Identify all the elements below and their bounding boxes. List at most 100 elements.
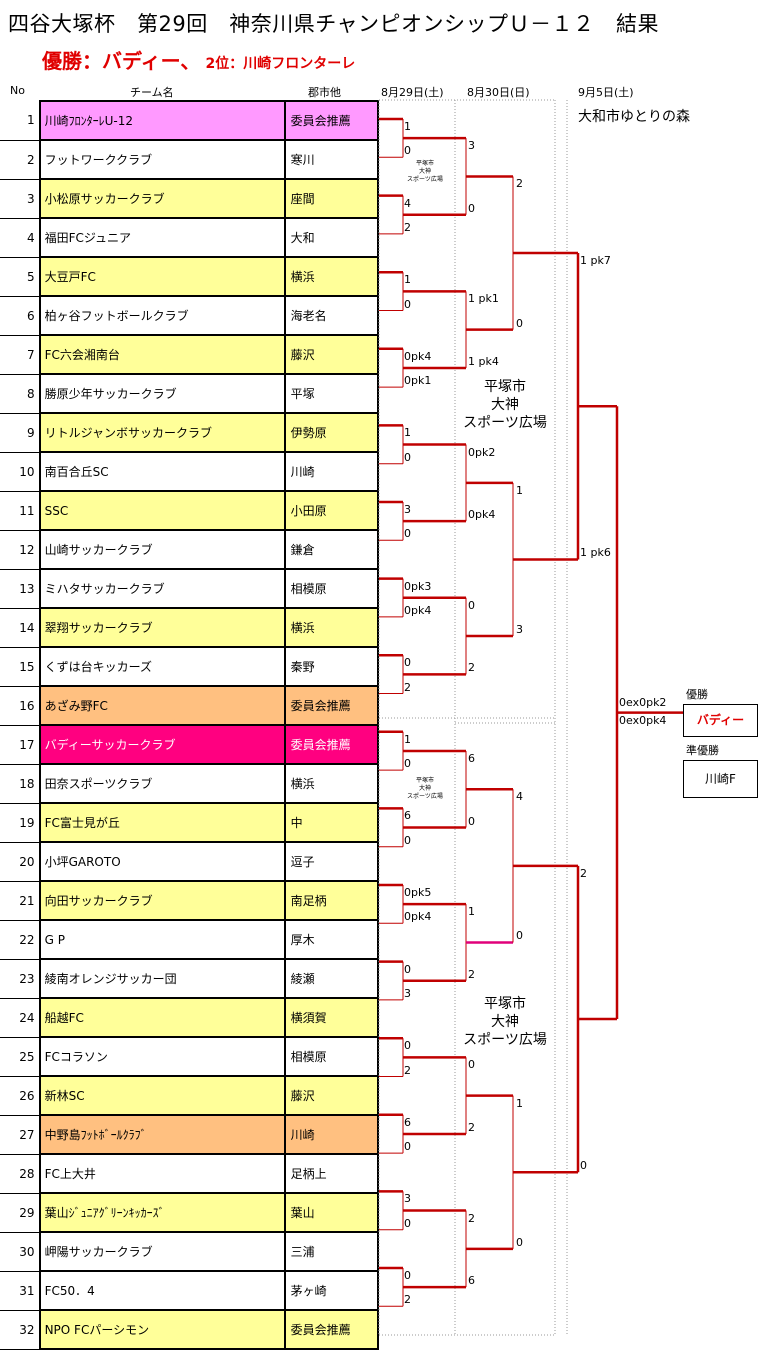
- team-city: 委員会推薦: [283, 100, 380, 141]
- team-city: 川崎: [283, 451, 380, 492]
- team-number: 14: [0, 608, 40, 648]
- score-r1: 0: [404, 527, 411, 541]
- page-title: 四谷大塚杯 第29回 神奈川県チャンピオンシップＵ－１２ 結果: [8, 12, 660, 36]
- team-number: 28: [0, 1154, 40, 1194]
- score-r3: 3: [516, 623, 523, 637]
- score-r1: 0: [404, 1039, 411, 1053]
- team-number: 7: [0, 335, 40, 375]
- header-day3: 9月5日(土): [578, 86, 634, 99]
- winner-label: 優勝：: [42, 49, 102, 73]
- team-number: 16: [0, 686, 40, 726]
- team-city: 葉山: [283, 1192, 380, 1233]
- header-city: 郡市他: [308, 86, 341, 99]
- score-r1: 0pk4: [404, 910, 432, 924]
- team-number: 23: [0, 959, 40, 999]
- score-r1: 0: [404, 144, 411, 158]
- header-day1: 8月29日(土): [381, 86, 444, 99]
- score-r4: 0: [580, 1159, 587, 1173]
- team-name: SSC: [38, 490, 286, 531]
- team-city: 委員会推薦: [283, 685, 380, 726]
- team-city: 茅ヶ崎: [283, 1270, 380, 1311]
- team-city: 横浜: [283, 763, 380, 804]
- team-name: リトルジャンボサッカークラブ: [38, 412, 286, 453]
- runner-up-label: 準優勝: [686, 744, 719, 757]
- venue-label-small: 平塚市 大神 スポーツ広場: [407, 160, 443, 183]
- score-r1: 0: [404, 962, 411, 976]
- team-name: 船越FC: [38, 997, 286, 1038]
- team-number: 5: [0, 257, 40, 297]
- team-city: 委員会推薦: [283, 724, 380, 765]
- team-city: 逗子: [283, 841, 380, 882]
- score-r1: 0pk1: [404, 374, 432, 388]
- score-r2: 0: [468, 201, 475, 215]
- team-name: 葉山ｼﾞｭﾆｱｸﾞﾘｰﾝｷｯｶｰｽﾞ: [38, 1192, 286, 1233]
- header-no: No: [10, 84, 25, 97]
- team-name: 柏ヶ谷フットボールクラブ: [38, 295, 286, 336]
- team-number: 6: [0, 296, 40, 336]
- score-final: 0ex0pk2: [619, 695, 667, 709]
- champion-label: 優勝: [686, 688, 708, 701]
- venue-label-small: 平塚市 大神 スポーツ広場: [407, 777, 443, 800]
- team-number: 4: [0, 218, 40, 258]
- score-r1: 2: [404, 1063, 411, 1077]
- team-number: 18: [0, 764, 40, 804]
- score-r1: 0pk4: [404, 349, 432, 363]
- score-r3: 4: [516, 790, 523, 804]
- score-r2: 0pk4: [468, 508, 496, 522]
- score-r3: 1: [516, 483, 523, 497]
- score-r1: 1: [404, 120, 411, 133]
- score-r1: 6: [404, 809, 411, 823]
- team-city: 海老名: [283, 295, 380, 336]
- score-r3: 0: [516, 316, 523, 330]
- team-number: 31: [0, 1271, 40, 1311]
- team-city: 秦野: [283, 646, 380, 687]
- team-number: 26: [0, 1076, 40, 1116]
- score-r1: 0: [404, 1216, 411, 1230]
- score-r2: 1 pk1: [468, 292, 499, 306]
- score-r2: 2: [468, 1211, 475, 1225]
- team-name: FCコラソン: [38, 1036, 286, 1077]
- score-r4: 2: [580, 866, 587, 880]
- team-name: くずは台キッカーズ: [38, 646, 286, 687]
- team-name: フットワーククラブ: [38, 139, 286, 180]
- team-name: G P: [38, 919, 286, 960]
- team-number: 8: [0, 374, 40, 414]
- team-city: 平塚: [283, 373, 380, 414]
- score-r1: 0pk4: [404, 603, 432, 617]
- score-r1: 6: [404, 1115, 411, 1129]
- team-name: 福田FCジュニア: [38, 217, 286, 258]
- score-r1: 3: [404, 1192, 411, 1206]
- team-name: 大豆戸FC: [38, 256, 286, 297]
- score-r3: 1: [516, 1096, 523, 1110]
- header-team: チーム名: [130, 86, 174, 99]
- score-r2: 0pk2: [468, 445, 496, 459]
- team-city: 厚木: [283, 919, 380, 960]
- team-city: 伊勢原: [283, 412, 380, 453]
- team-number: 30: [0, 1232, 40, 1272]
- score-r1: 0: [404, 450, 411, 464]
- team-number: 9: [0, 413, 40, 453]
- team-number: 17: [0, 725, 40, 765]
- team-number: 29: [0, 1193, 40, 1233]
- score-r1: 2: [404, 1293, 411, 1307]
- team-city: 寒川: [283, 139, 380, 180]
- score-r1: 1: [404, 273, 411, 287]
- score-r1: 4: [404, 196, 411, 210]
- team-city: 足柄上: [283, 1153, 380, 1194]
- team-number: 15: [0, 647, 40, 687]
